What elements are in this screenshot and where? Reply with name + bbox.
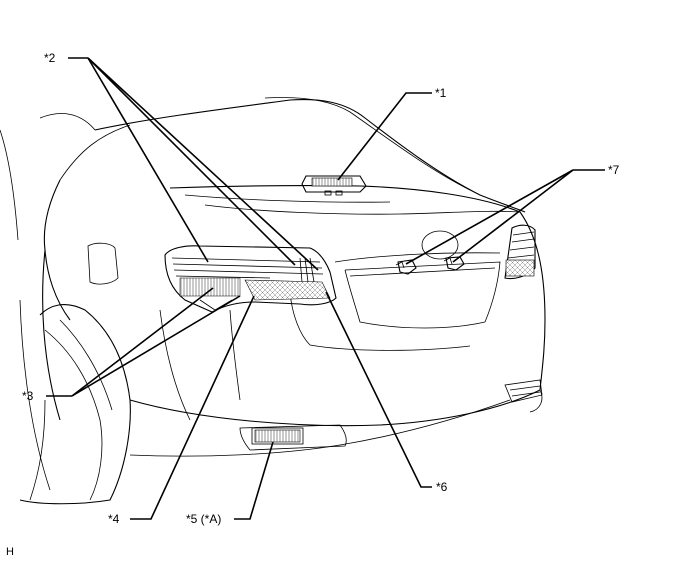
leader-1	[337, 92, 432, 181]
high-mount-stop-lamp	[301, 175, 367, 196]
callout-label-1: *1	[435, 86, 447, 100]
leader-6	[325, 291, 432, 488]
rear-fog-lamp	[251, 427, 304, 445]
leader-5	[234, 441, 274, 520]
figure-code: H	[6, 546, 14, 558]
leader-3a	[71, 287, 214, 397]
car-body	[0, 97, 546, 505]
left-combination-lamp	[164, 245, 337, 313]
leader-7a	[405, 169, 574, 265]
license-plate-lamps	[395, 256, 465, 275]
callout-label-5: *5 (*A)	[186, 512, 222, 526]
leader-7b	[452, 169, 574, 263]
callout-label-3: *3	[22, 389, 34, 403]
leader-4	[130, 295, 255, 520]
leader-2a	[87, 57, 209, 263]
callout-label-2: *2	[44, 51, 56, 65]
leader-3b	[71, 295, 241, 397]
callout-label-7: *7	[608, 163, 620, 177]
leader-lines	[46, 57, 605, 520]
callout-label-4: *4	[108, 512, 120, 526]
leader-2c	[87, 57, 319, 271]
leader-2b	[87, 57, 296, 266]
callout-label-6: *6	[436, 480, 448, 494]
